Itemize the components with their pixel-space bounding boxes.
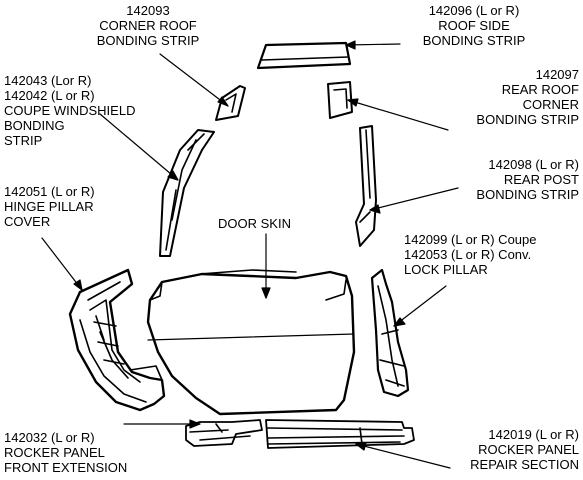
rocker-front-extension xyxy=(185,419,263,447)
label-line: 142043 (Lor R) xyxy=(4,73,92,88)
label-corner-roof: 142093 CORNER ROOF BONDING STRIP xyxy=(68,3,228,48)
label-line: COVER xyxy=(4,214,51,229)
label-line: REAR ROOF xyxy=(501,82,579,97)
lock-pillar xyxy=(370,268,410,398)
label-line: FRONT EXTENSION xyxy=(4,460,128,475)
label-line: 142099 (L or R) Coupe xyxy=(404,232,537,247)
leader-lines xyxy=(41,40,459,469)
label-windshield: 142043 (Lor R) 142042 (L or R) COUPE WIN… xyxy=(4,73,174,148)
rear-post-strip xyxy=(355,125,377,247)
windshield-strip xyxy=(159,129,215,257)
label-line: REPAIR SECTION xyxy=(470,457,579,472)
label-line: BONDING STRIP xyxy=(476,112,579,127)
label-line: BONDING STRIP xyxy=(422,33,526,48)
label-line: ROCKER PANEL xyxy=(478,442,579,457)
roof-side-strip xyxy=(256,41,352,70)
label-line: DOOR SKIN xyxy=(218,216,291,231)
label-line: 142032 (L or R) xyxy=(4,430,95,445)
label-line: COUPE WINDSHIELD xyxy=(4,103,136,118)
label-rocker-front: 142032 (L or R) ROCKER PANEL FRONT EXTEN… xyxy=(4,430,174,475)
label-line: BONDING STRIP xyxy=(476,187,579,202)
corner-roof-strip xyxy=(215,85,246,121)
label-lock-pillar: 142099 (L or R) Coupe 142053 (L or R) Co… xyxy=(404,232,580,277)
label-line: 142042 (L or R) xyxy=(4,88,95,103)
label-line: HINGE PILLAR xyxy=(4,199,94,214)
label-line: STRIP xyxy=(4,133,43,148)
label-roof-side: 142096 (L or R) ROOF SIDE BONDING STRIP xyxy=(394,3,554,48)
label-rear-roof-corner: 142097 REAR ROOF CORNER BONDING STRIP xyxy=(430,67,579,127)
label-line: CORNER xyxy=(522,97,579,112)
label-line: LOCK PILLAR xyxy=(404,262,488,277)
rocker-repair-section xyxy=(265,419,415,449)
rear-roof-corner-strip xyxy=(327,81,353,119)
label-line: 142051 (L or R) xyxy=(4,184,95,199)
label-line: BONDING STRIP xyxy=(96,33,200,48)
hinge-pillar-cover xyxy=(68,268,166,412)
label-door-skin: DOOR SKIN xyxy=(218,216,318,231)
label-line: 142053 (L or R) Conv. xyxy=(404,247,532,262)
label-line: 142096 (L or R) xyxy=(428,3,520,18)
label-line: 142097 xyxy=(535,67,579,82)
label-rocker-repair: 142019 (L or R) ROCKER PANEL REPAIR SECT… xyxy=(420,427,579,472)
label-line: REAR POST xyxy=(503,172,579,187)
label-line: 142098 (L or R) xyxy=(488,157,579,172)
label-hinge-pillar: 142051 (L or R) HINGE PILLAR COVER xyxy=(4,184,164,229)
label-line: ROCKER PANEL xyxy=(4,445,105,460)
label-rear-post: 142098 (L or R) REAR POST BONDING STRIP xyxy=(430,157,579,202)
label-line: 142019 (L or R) xyxy=(488,427,579,442)
label-line: 142093 xyxy=(126,3,170,18)
label-line: CORNER ROOF xyxy=(99,18,197,33)
label-line: ROOF SIDE xyxy=(438,18,510,33)
door-skin xyxy=(146,269,356,416)
label-line: BONDING xyxy=(4,118,65,133)
